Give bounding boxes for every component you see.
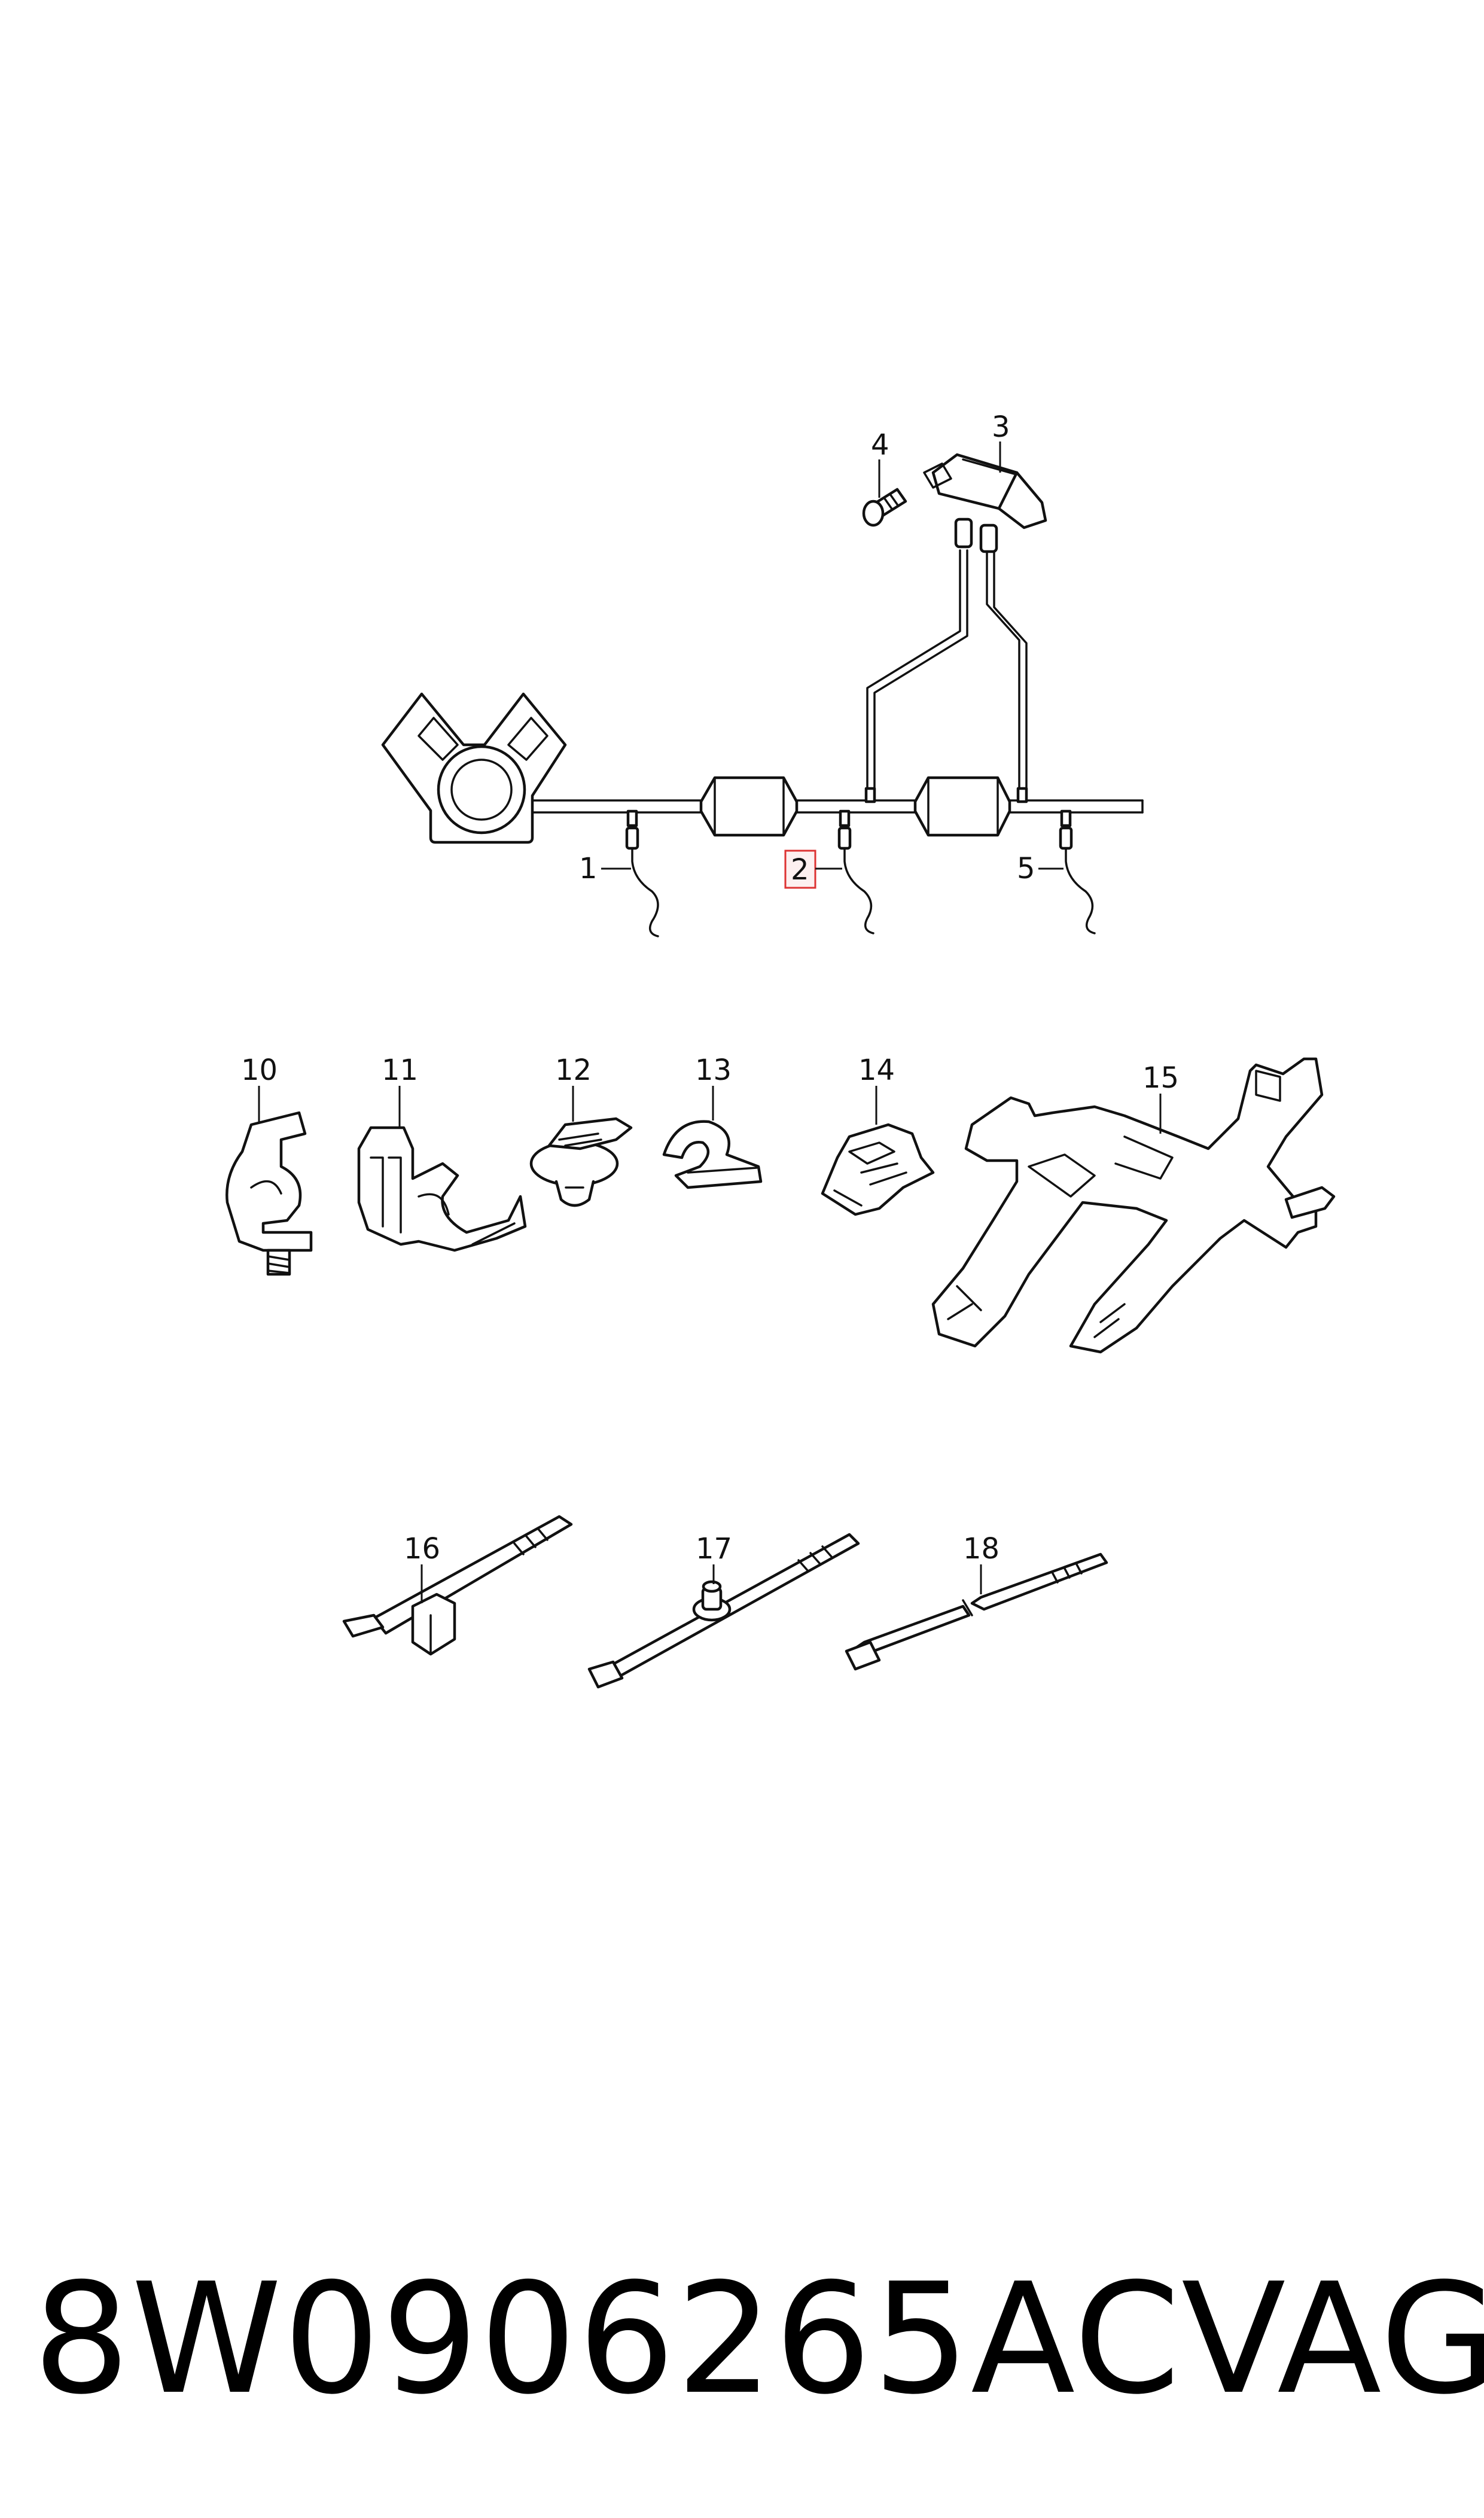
particulate-filter — [913, 776, 1011, 837]
clip-14 — [821, 1123, 935, 1216]
brand-label: VAG — [1181, 2250, 1484, 2428]
clip-13 — [662, 1120, 763, 1189]
engine-block — [381, 692, 567, 844]
clip-10 — [226, 1111, 313, 1276]
callout-10[interactable]: 10 — [241, 1054, 278, 1087]
callout-13[interactable]: 13 — [695, 1054, 732, 1087]
callout-18[interactable]: 18 — [963, 1532, 1000, 1566]
callout-14[interactable]: 14 — [858, 1054, 895, 1087]
bolt — [862, 488, 907, 527]
clip-12 — [529, 1117, 633, 1207]
cable-tie-18 — [845, 1552, 1108, 1671]
part-number: 8W0906265AC — [33, 2250, 1182, 2428]
callout-3[interactable]: 3 — [992, 410, 1010, 444]
exhaust-pipe — [531, 787, 1144, 827]
callout-12[interactable]: 12 — [555, 1054, 592, 1087]
callout-1[interactable]: 1 — [579, 852, 598, 885]
clips-section: 10 11 12 13 — [226, 1054, 1336, 1354]
cable-tie-16 — [342, 1515, 573, 1656]
harness-bracket-15 — [931, 1057, 1336, 1354]
callout-2[interactable]: 2 — [791, 853, 809, 887]
cable-ties-section: 16 17 18 — [342, 1515, 1108, 1689]
catalytic-converter-front — [699, 776, 799, 837]
cable-tie-17 — [587, 1533, 860, 1689]
callout-11[interactable]: 11 — [382, 1054, 418, 1087]
footer: 8W0906265AC VAG — [33, 2243, 1484, 2435]
lambda-probe-1 — [625, 826, 659, 937]
lambda-probe-2 — [837, 826, 874, 934]
callout-17[interactable]: 17 — [696, 1532, 732, 1566]
callout-4[interactable]: 4 — [871, 428, 889, 462]
exhaust-section: 1 2 5 3 4 — [381, 410, 1144, 937]
callout-5[interactable]: 5 — [1017, 852, 1035, 885]
lambda-probe-5 — [1059, 826, 1096, 934]
clip-11 — [357, 1126, 527, 1252]
callout-15[interactable]: 15 — [1142, 1061, 1179, 1095]
callout-16[interactable]: 16 — [404, 1532, 440, 1566]
pressure-hoses — [866, 549, 1028, 790]
pressure-sensor — [923, 453, 1047, 553]
